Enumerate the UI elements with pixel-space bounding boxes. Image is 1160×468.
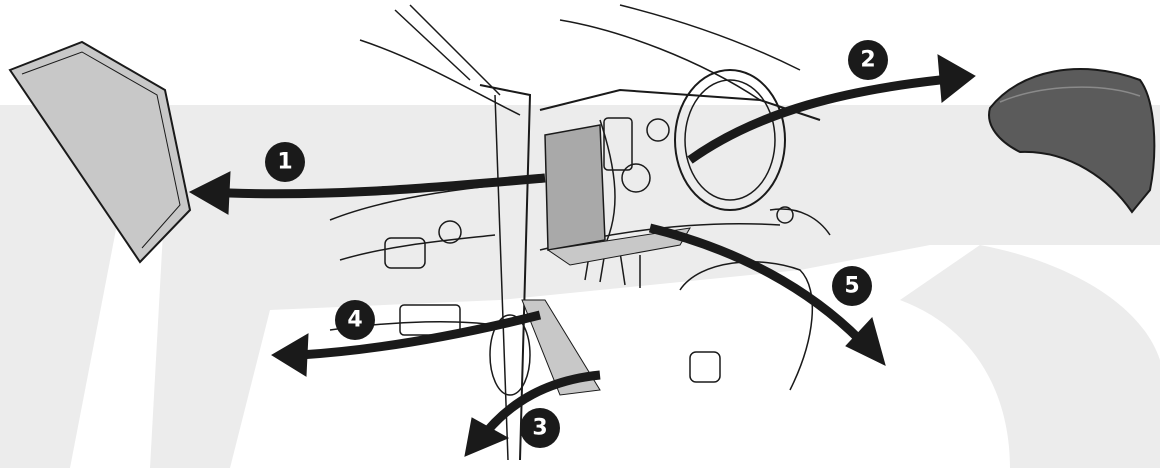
arrow-5 xyxy=(648,223,886,366)
side-airbag-panel xyxy=(8,40,192,264)
callout-2-label: 2 xyxy=(860,48,875,73)
callout-5: 5 xyxy=(832,266,872,306)
callout-4-label: 4 xyxy=(347,308,362,333)
callout-1: 1 xyxy=(265,142,305,182)
arrows xyxy=(188,54,976,457)
arrow-1 xyxy=(188,171,546,215)
passenger-airbag-area xyxy=(544,124,691,266)
callout-4: 4 xyxy=(335,300,375,340)
callout-5-label: 5 xyxy=(844,274,859,299)
knee-airbag-trim xyxy=(521,299,601,396)
steering-wheel-airbag-module xyxy=(988,68,1156,214)
callout-3: 3 xyxy=(520,408,560,448)
arrow-2 xyxy=(687,54,976,164)
callout-1-label: 1 xyxy=(277,150,292,175)
callout-3-label: 3 xyxy=(532,416,547,441)
arrow-3 xyxy=(464,370,601,457)
callout-2: 2 xyxy=(848,40,888,80)
arrow-4 xyxy=(271,310,542,377)
